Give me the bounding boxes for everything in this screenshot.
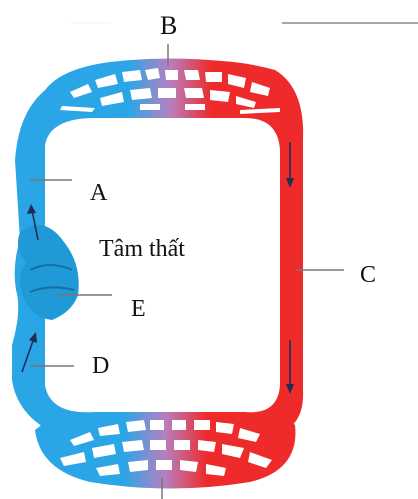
bottom-capillary-mesh bbox=[60, 420, 272, 476]
arrowhead-up-lower bbox=[29, 332, 37, 343]
label-D: D bbox=[92, 353, 109, 379]
arrowhead-up-upper bbox=[27, 204, 36, 214]
top-capillary-mesh bbox=[60, 68, 280, 114]
arrowhead-down-lower bbox=[286, 384, 294, 394]
ventricle-inner-divider bbox=[29, 264, 75, 293]
arrowhead-down-upper bbox=[286, 178, 294, 188]
label-ventricle: Tâm thất bbox=[99, 236, 185, 262]
label-E: E bbox=[131, 296, 146, 322]
ventricle-bulge bbox=[18, 224, 79, 320]
label-B: B bbox=[160, 11, 177, 40]
arrow-up-upper bbox=[31, 209, 39, 241]
label-C: C bbox=[360, 262, 376, 288]
flow-arrows bbox=[21, 142, 294, 394]
inner-area bbox=[45, 118, 280, 413]
pointer-lines bbox=[30, 44, 344, 499]
arrow-up-lower bbox=[21, 337, 35, 373]
label-A: A bbox=[90, 180, 108, 206]
